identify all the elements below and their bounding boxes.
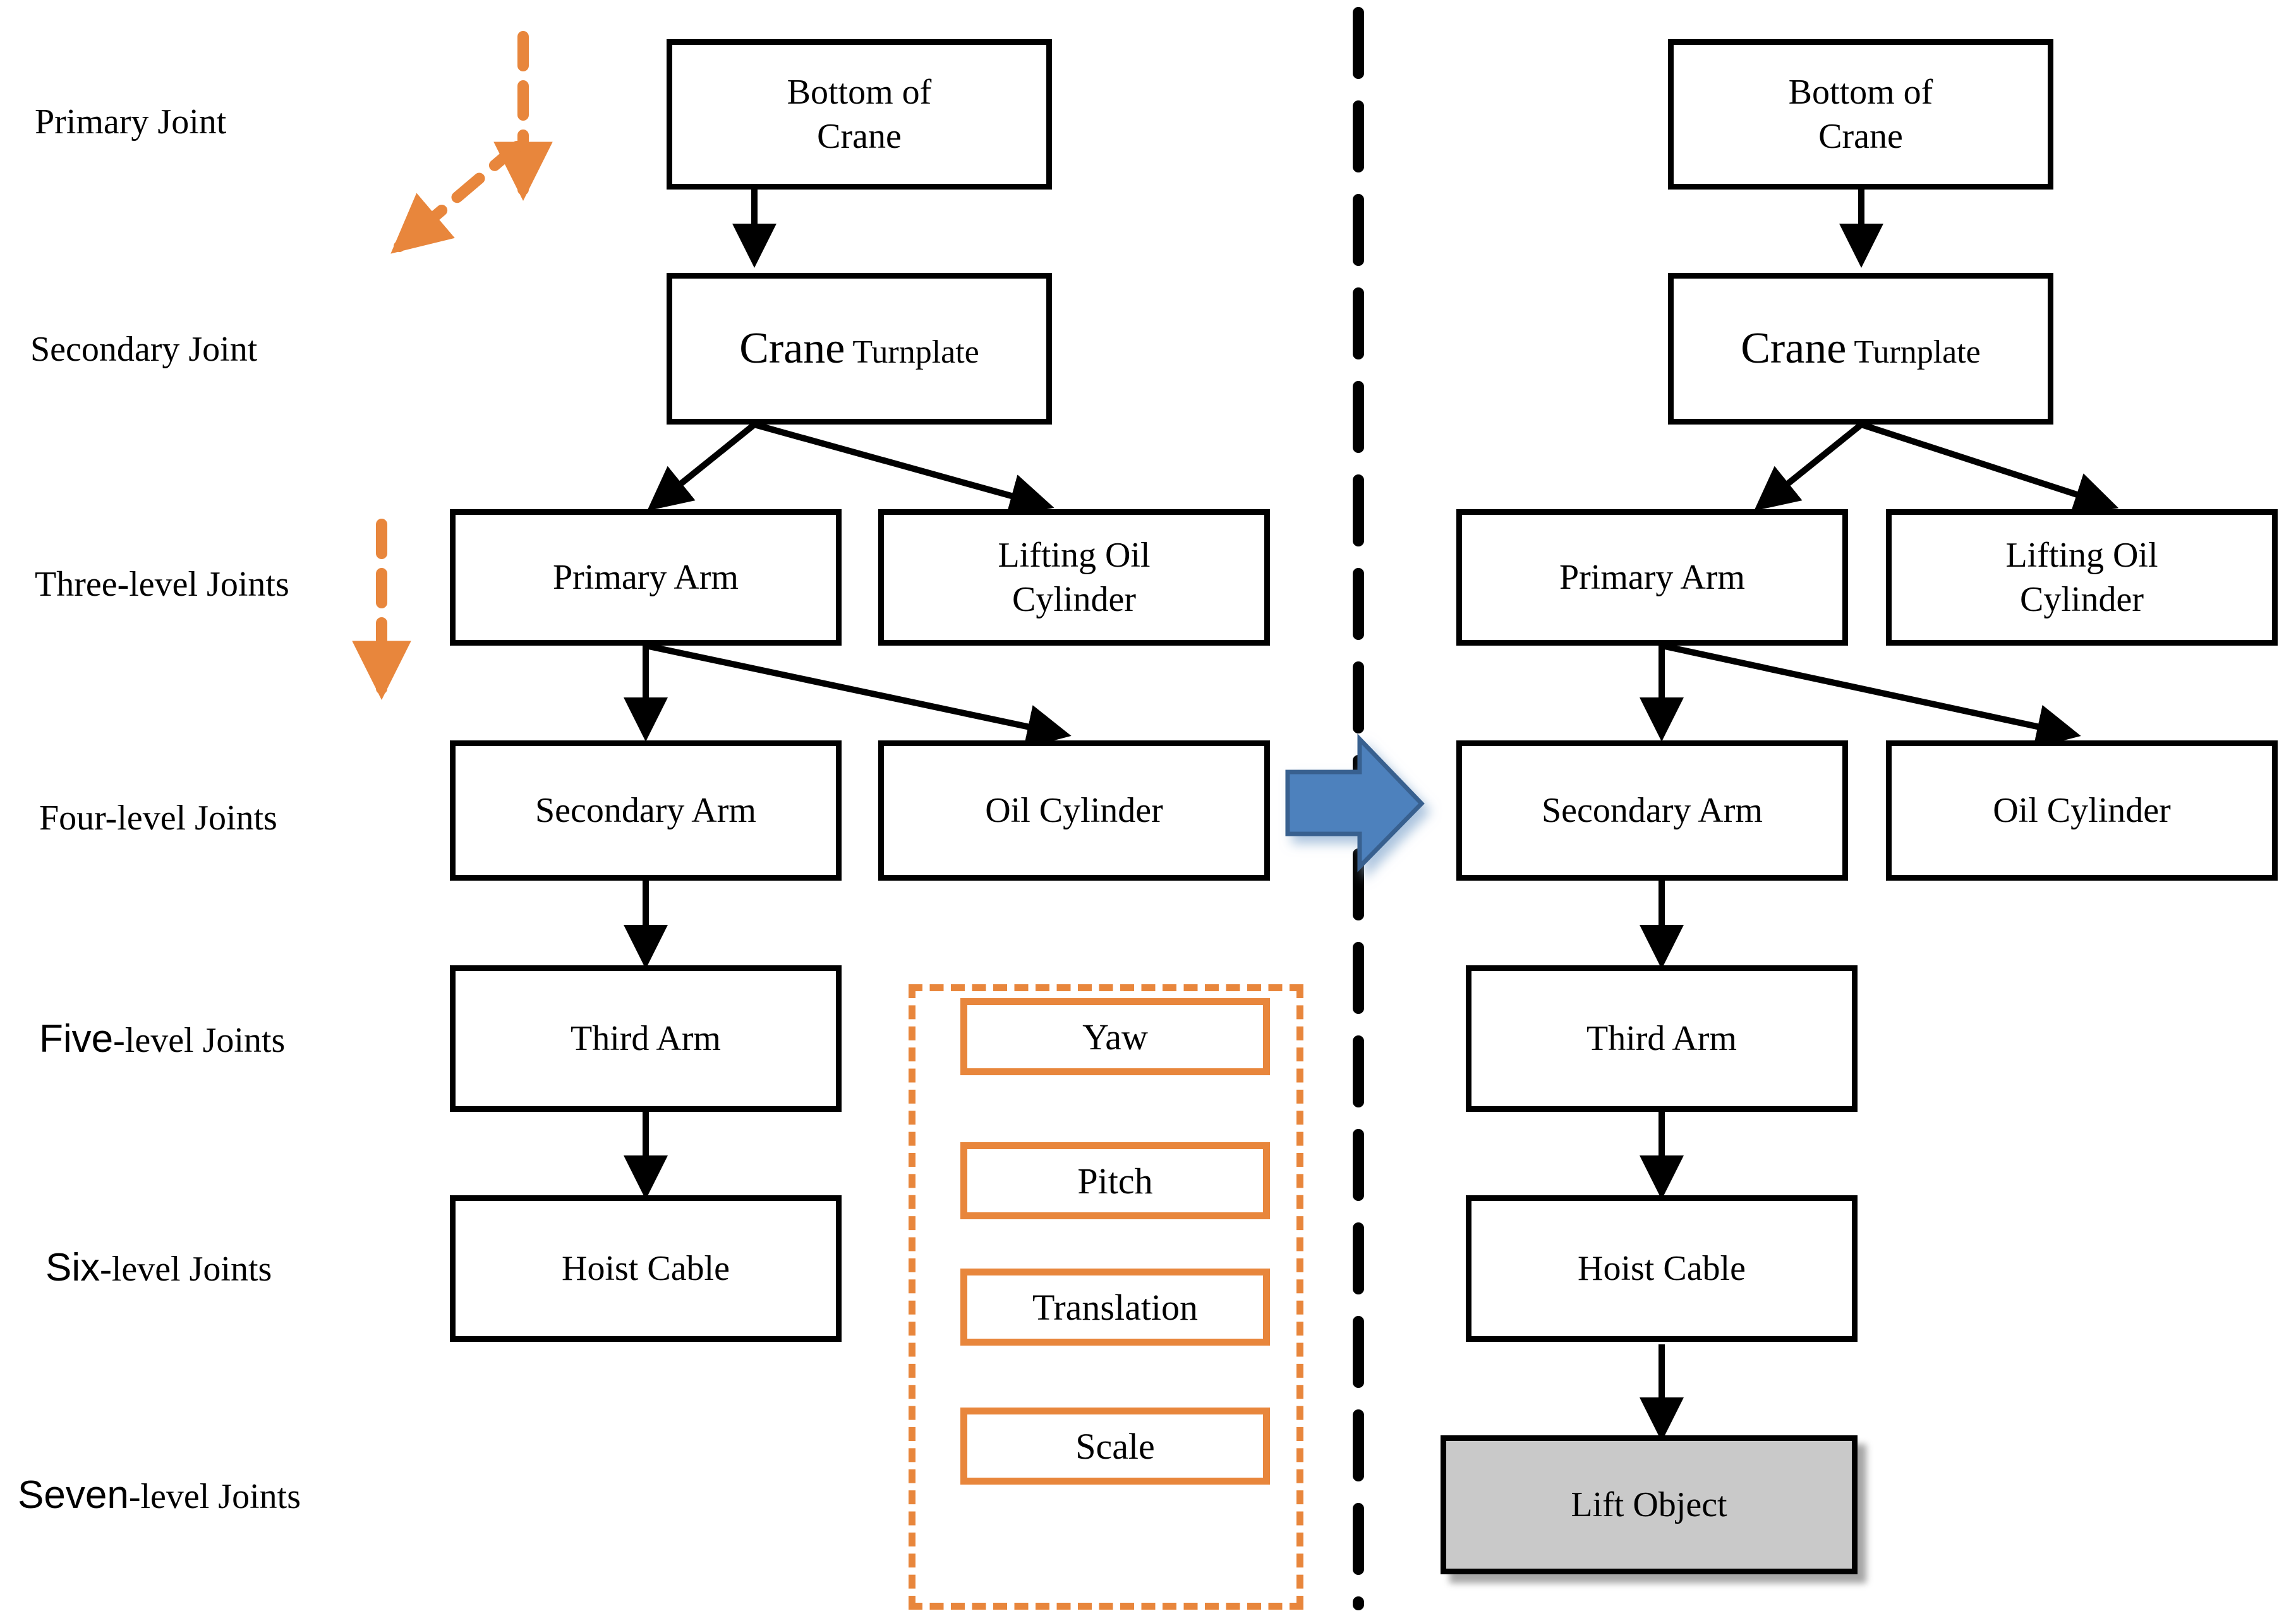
left-node-hoist-cable-label: Hoist Cable — [562, 1248, 730, 1288]
transform-item-yaw[interactable]: Yaw — [960, 998, 1270, 1075]
level-label-five-prefix: Five — [39, 1017, 114, 1061]
right-node-bottom-of-crane-line2: Crane — [1818, 117, 1903, 156]
left-node-third-arm-label: Third Arm — [571, 1018, 721, 1058]
level-label-five-rest: -level Joints — [113, 1021, 286, 1060]
level-label-primary-rest: Primary Joint — [35, 102, 227, 142]
level-label-seven: Seven-level Joints — [18, 1476, 301, 1515]
level-label-seven-prefix: Seven — [18, 1473, 129, 1517]
right-node-crane-turnplate-lead: Crane — [1741, 323, 1847, 373]
right-edge-turnplate-to-liftingoilcylinder — [1860, 421, 2119, 516]
transform-item-translation[interactable]: Translation — [960, 1269, 1270, 1346]
left-node-crane-turnplate-lead: Crane — [739, 323, 845, 373]
right-node-third-arm-label: Third Arm — [1586, 1018, 1737, 1058]
right-node-lift-object[interactable]: Lift Object — [1441, 1435, 1858, 1574]
right-edge-turnplate-to-primaryarm — [1754, 422, 1864, 511]
right-node-lifting-oil-cylinder[interactable]: Lifting Oil Cylinder — [1886, 509, 2278, 646]
left-edge-turnplate-to-primaryarm — [647, 422, 757, 511]
level-label-six-rest: -level Joints — [100, 1250, 272, 1289]
left-node-primary-arm-label: Primary Arm — [553, 557, 739, 597]
level-label-three: Three-level Joints — [35, 564, 289, 603]
right-node-primary-arm-label: Primary Arm — [1559, 557, 1745, 597]
right-node-lifting-oil-cylinder-line1: Lifting Oil — [2005, 536, 2158, 575]
right-node-bottom-of-crane-line1: Bottom of — [1788, 73, 1933, 112]
level-label-four: Four-level Joints — [39, 797, 277, 836]
right-edge-primaryarm-to-oilcylinder — [1660, 642, 2081, 749]
level-label-seven-rest: -level Joints — [128, 1477, 301, 1516]
level-label-primary: Primary Joint — [35, 101, 226, 140]
left-node-lifting-oil-cylinder-line2: Cylinder — [1012, 580, 1136, 619]
right-node-lifting-oil-cylinder-line2: Cylinder — [2020, 580, 2144, 619]
orange-flow-arrow-diagonal — [390, 141, 523, 254]
level-label-six-prefix: Six — [45, 1246, 100, 1289]
transform-item-yaw-label: Yaw — [1082, 1016, 1148, 1058]
transform-item-pitch[interactable]: Pitch — [960, 1142, 1270, 1219]
right-node-secondary-arm[interactable]: Secondary Arm — [1456, 740, 1848, 881]
transform-group-container — [909, 984, 1303, 1610]
left-node-oil-cylinder-label: Oil Cylinder — [985, 790, 1163, 830]
left-node-secondary-arm-label: Secondary Arm — [535, 790, 756, 830]
right-node-third-arm[interactable]: Third Arm — [1466, 965, 1858, 1112]
left-node-lifting-oil-cylinder-line1: Lifting Oil — [998, 536, 1151, 575]
level-label-secondary: Secondary Joint — [30, 329, 257, 368]
left-node-bottom-of-crane[interactable]: Bottom of Crane — [667, 39, 1052, 190]
right-node-lift-object-label: Lift Object — [1571, 1485, 1727, 1524]
left-node-crane-turnplate[interactable]: Crane Turnplate — [667, 273, 1052, 425]
right-node-crane-turnplate[interactable]: Crane Turnplate — [1668, 273, 2053, 425]
left-node-hoist-cable[interactable]: Hoist Cable — [450, 1195, 842, 1342]
right-node-bottom-of-crane[interactable]: Bottom of Crane — [1668, 39, 2053, 190]
left-node-secondary-arm[interactable]: Secondary Arm — [450, 740, 842, 881]
right-node-primary-arm[interactable]: Primary Arm — [1456, 509, 1848, 646]
left-node-crane-turnplate-trail: Turnplate — [845, 334, 979, 370]
transition-arrow-blue — [1285, 733, 1425, 872]
level-label-four-rest: Four-level Joints — [39, 799, 277, 838]
left-node-third-arm[interactable]: Third Arm — [450, 965, 842, 1112]
level-label-three-rest: Three-level Joints — [35, 565, 289, 604]
level-label-secondary-rest: Secondary Joint — [30, 330, 258, 369]
right-node-oil-cylinder-label: Oil Cylinder — [1993, 790, 2171, 830]
transform-item-pitch-label: Pitch — [1077, 1160, 1153, 1202]
transform-item-translation-label: Translation — [1032, 1286, 1199, 1328]
left-edge-primaryarm-to-oilcylinder — [644, 642, 1072, 749]
left-edge-turnplate-to-liftingoilcylinder — [753, 421, 1054, 517]
right-node-crane-turnplate-trail: Turnplate — [1846, 334, 1981, 370]
left-node-primary-arm[interactable]: Primary Arm — [450, 509, 842, 646]
left-node-lifting-oil-cylinder[interactable]: Lifting Oil Cylinder — [878, 509, 1270, 646]
right-node-hoist-cable[interactable]: Hoist Cable — [1466, 1195, 1858, 1342]
transform-item-scale-label: Scale — [1075, 1425, 1155, 1467]
left-node-oil-cylinder[interactable]: Oil Cylinder — [878, 740, 1270, 881]
level-label-six: Six-level Joints — [45, 1248, 272, 1287]
right-node-secondary-arm-label: Secondary Arm — [1542, 790, 1763, 830]
right-node-oil-cylinder[interactable]: Oil Cylinder — [1886, 740, 2278, 881]
left-node-bottom-of-crane-line1: Bottom of — [787, 73, 932, 112]
left-node-bottom-of-crane-line2: Crane — [817, 117, 902, 156]
right-node-hoist-cable-label: Hoist Cable — [1578, 1248, 1746, 1288]
transform-item-scale[interactable]: Scale — [960, 1408, 1270, 1485]
level-label-five: Five-level Joints — [39, 1020, 285, 1059]
